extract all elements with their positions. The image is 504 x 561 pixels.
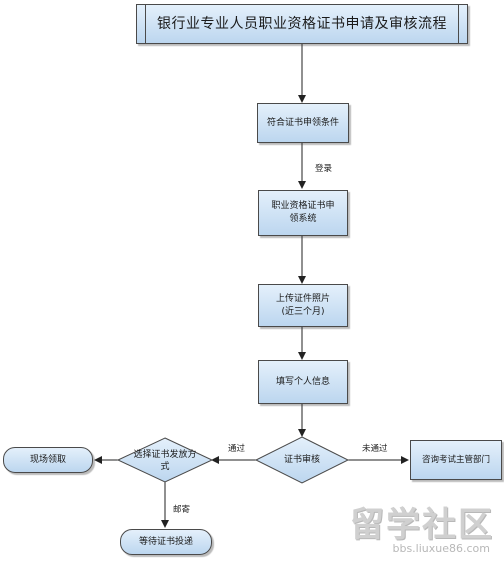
edge-label-not-passed: 未通过 (362, 444, 388, 454)
flowchart-title: 银行业专业人员职业资格证书申请及审核流程 (136, 4, 468, 44)
node-onsite-pickup: 现场领取 (3, 447, 93, 473)
node-fill-info-text: 填写个人信息 (275, 376, 330, 387)
node-system-text: 职业资格证书申领系统 (271, 201, 335, 224)
flowchart-title-text: 银行业专业人员职业资格证书申请及审核流程 (157, 15, 447, 32)
node-upload-photo: 上传证件照片 (近三个月) (258, 284, 348, 327)
edge-label-passed: 通过 (228, 444, 246, 454)
node-consult: 咨询考试主管部门 (410, 440, 502, 480)
review-label: 证书审核 (283, 455, 320, 465)
edge-label-login: 登录 (315, 164, 333, 174)
node-eligible: 符合证书申领条件 (257, 103, 349, 143)
node-fill-info: 填写个人信息 (258, 360, 348, 404)
watermark: 留学社区 bbs.liuxue86.com (350, 507, 494, 555)
node-wait-delivery-text: 等待证书投递 (138, 536, 193, 547)
node-wait-delivery: 等待证书投递 (120, 529, 212, 555)
node-onsite-text: 现场领取 (29, 454, 66, 465)
node-upload-line2: (近三个月) (281, 306, 325, 317)
node-system: 职业资格证书申领系统 (258, 190, 348, 236)
node-upload-line1: 上传证件照片 (275, 293, 330, 304)
edge-label-mail: 邮寄 (173, 505, 191, 515)
choose-method-diamond (116, 437, 214, 483)
node-eligible-text: 符合证书申领条件 (266, 117, 339, 128)
review-diamond (254, 436, 350, 484)
watermark-url: bbs.liuxue86.com (392, 542, 490, 555)
watermark-logo-text: 留学社区 (350, 505, 494, 545)
node-consult-text: 咨询考试主管部门 (421, 454, 490, 465)
choose-method-label: 选择证书发放方式 (133, 450, 197, 472)
